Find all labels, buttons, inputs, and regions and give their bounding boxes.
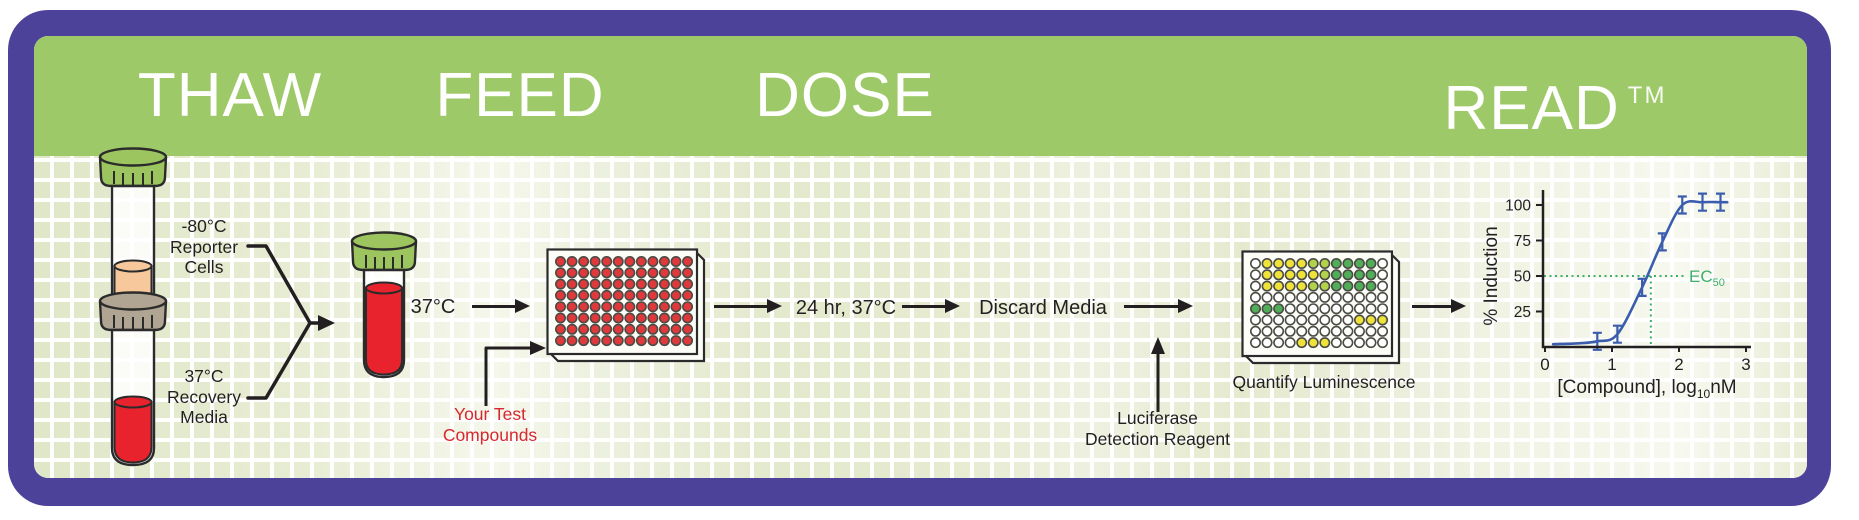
x-axis-ticks: 0 1 2 3	[1540, 347, 1751, 374]
luciferase-arrow-icon	[1151, 337, 1165, 412]
quantify-luminescence-label: Quantify Luminescence	[1232, 372, 1416, 392]
svg-text:75: 75	[1514, 233, 1531, 250]
recovery-media-tube-icon	[98, 291, 168, 467]
svg-text:2: 2	[1674, 355, 1683, 374]
grid-background	[34, 156, 1807, 478]
flow-arrow-1	[472, 299, 530, 313]
svg-text:0: 0	[1540, 355, 1549, 374]
svg-text:1: 1	[1607, 355, 1616, 374]
step-title-thaw: THAW	[137, 61, 323, 130]
incubation-temp-label: 37°C	[410, 296, 456, 318]
discard-media-label: Discard Media	[979, 297, 1107, 319]
plate-96well-read-icon	[1241, 250, 1401, 365]
y-axis-ticks: 25 50 75 100	[1505, 198, 1543, 321]
svg-text:3: 3	[1741, 355, 1750, 374]
svg-text:50: 50	[1514, 269, 1532, 286]
dose-response-chart: 25 50 75 100 0 1 2 3 % Induction [Compound], l…	[1481, 190, 1751, 401]
plate-96well-dosed-icon	[546, 248, 706, 363]
svg-text:25: 25	[1514, 304, 1531, 321]
merge-bracket-icon	[246, 244, 335, 400]
trademark-symbol: TM	[1627, 82, 1667, 109]
chart-axes	[1541, 190, 1751, 349]
flow-arrow-5	[1412, 299, 1466, 313]
step-title-dose: DOSE	[755, 61, 935, 130]
header-band	[34, 36, 1807, 156]
flow-arrow-2	[714, 299, 782, 313]
svg-text:100: 100	[1505, 198, 1531, 215]
error-bars	[1592, 192, 1725, 351]
y-axis-title: % Induction	[1481, 226, 1502, 325]
flow-arrow-3	[902, 299, 960, 313]
test-compounds-arrow-icon	[484, 341, 546, 406]
thawed-cells-tube-icon	[350, 231, 418, 379]
sigmoid-curve	[1551, 199, 1729, 346]
incubation-time-label: 24 hr, 37°C	[795, 297, 897, 319]
diagram-panel	[34, 36, 1807, 478]
flow-arrow-4	[1124, 299, 1193, 313]
step-title-feed: FEED	[435, 61, 605, 130]
x-axis-title: [Compound], log10nM	[1557, 377, 1736, 401]
ec50-label: EC50	[1689, 267, 1725, 289]
